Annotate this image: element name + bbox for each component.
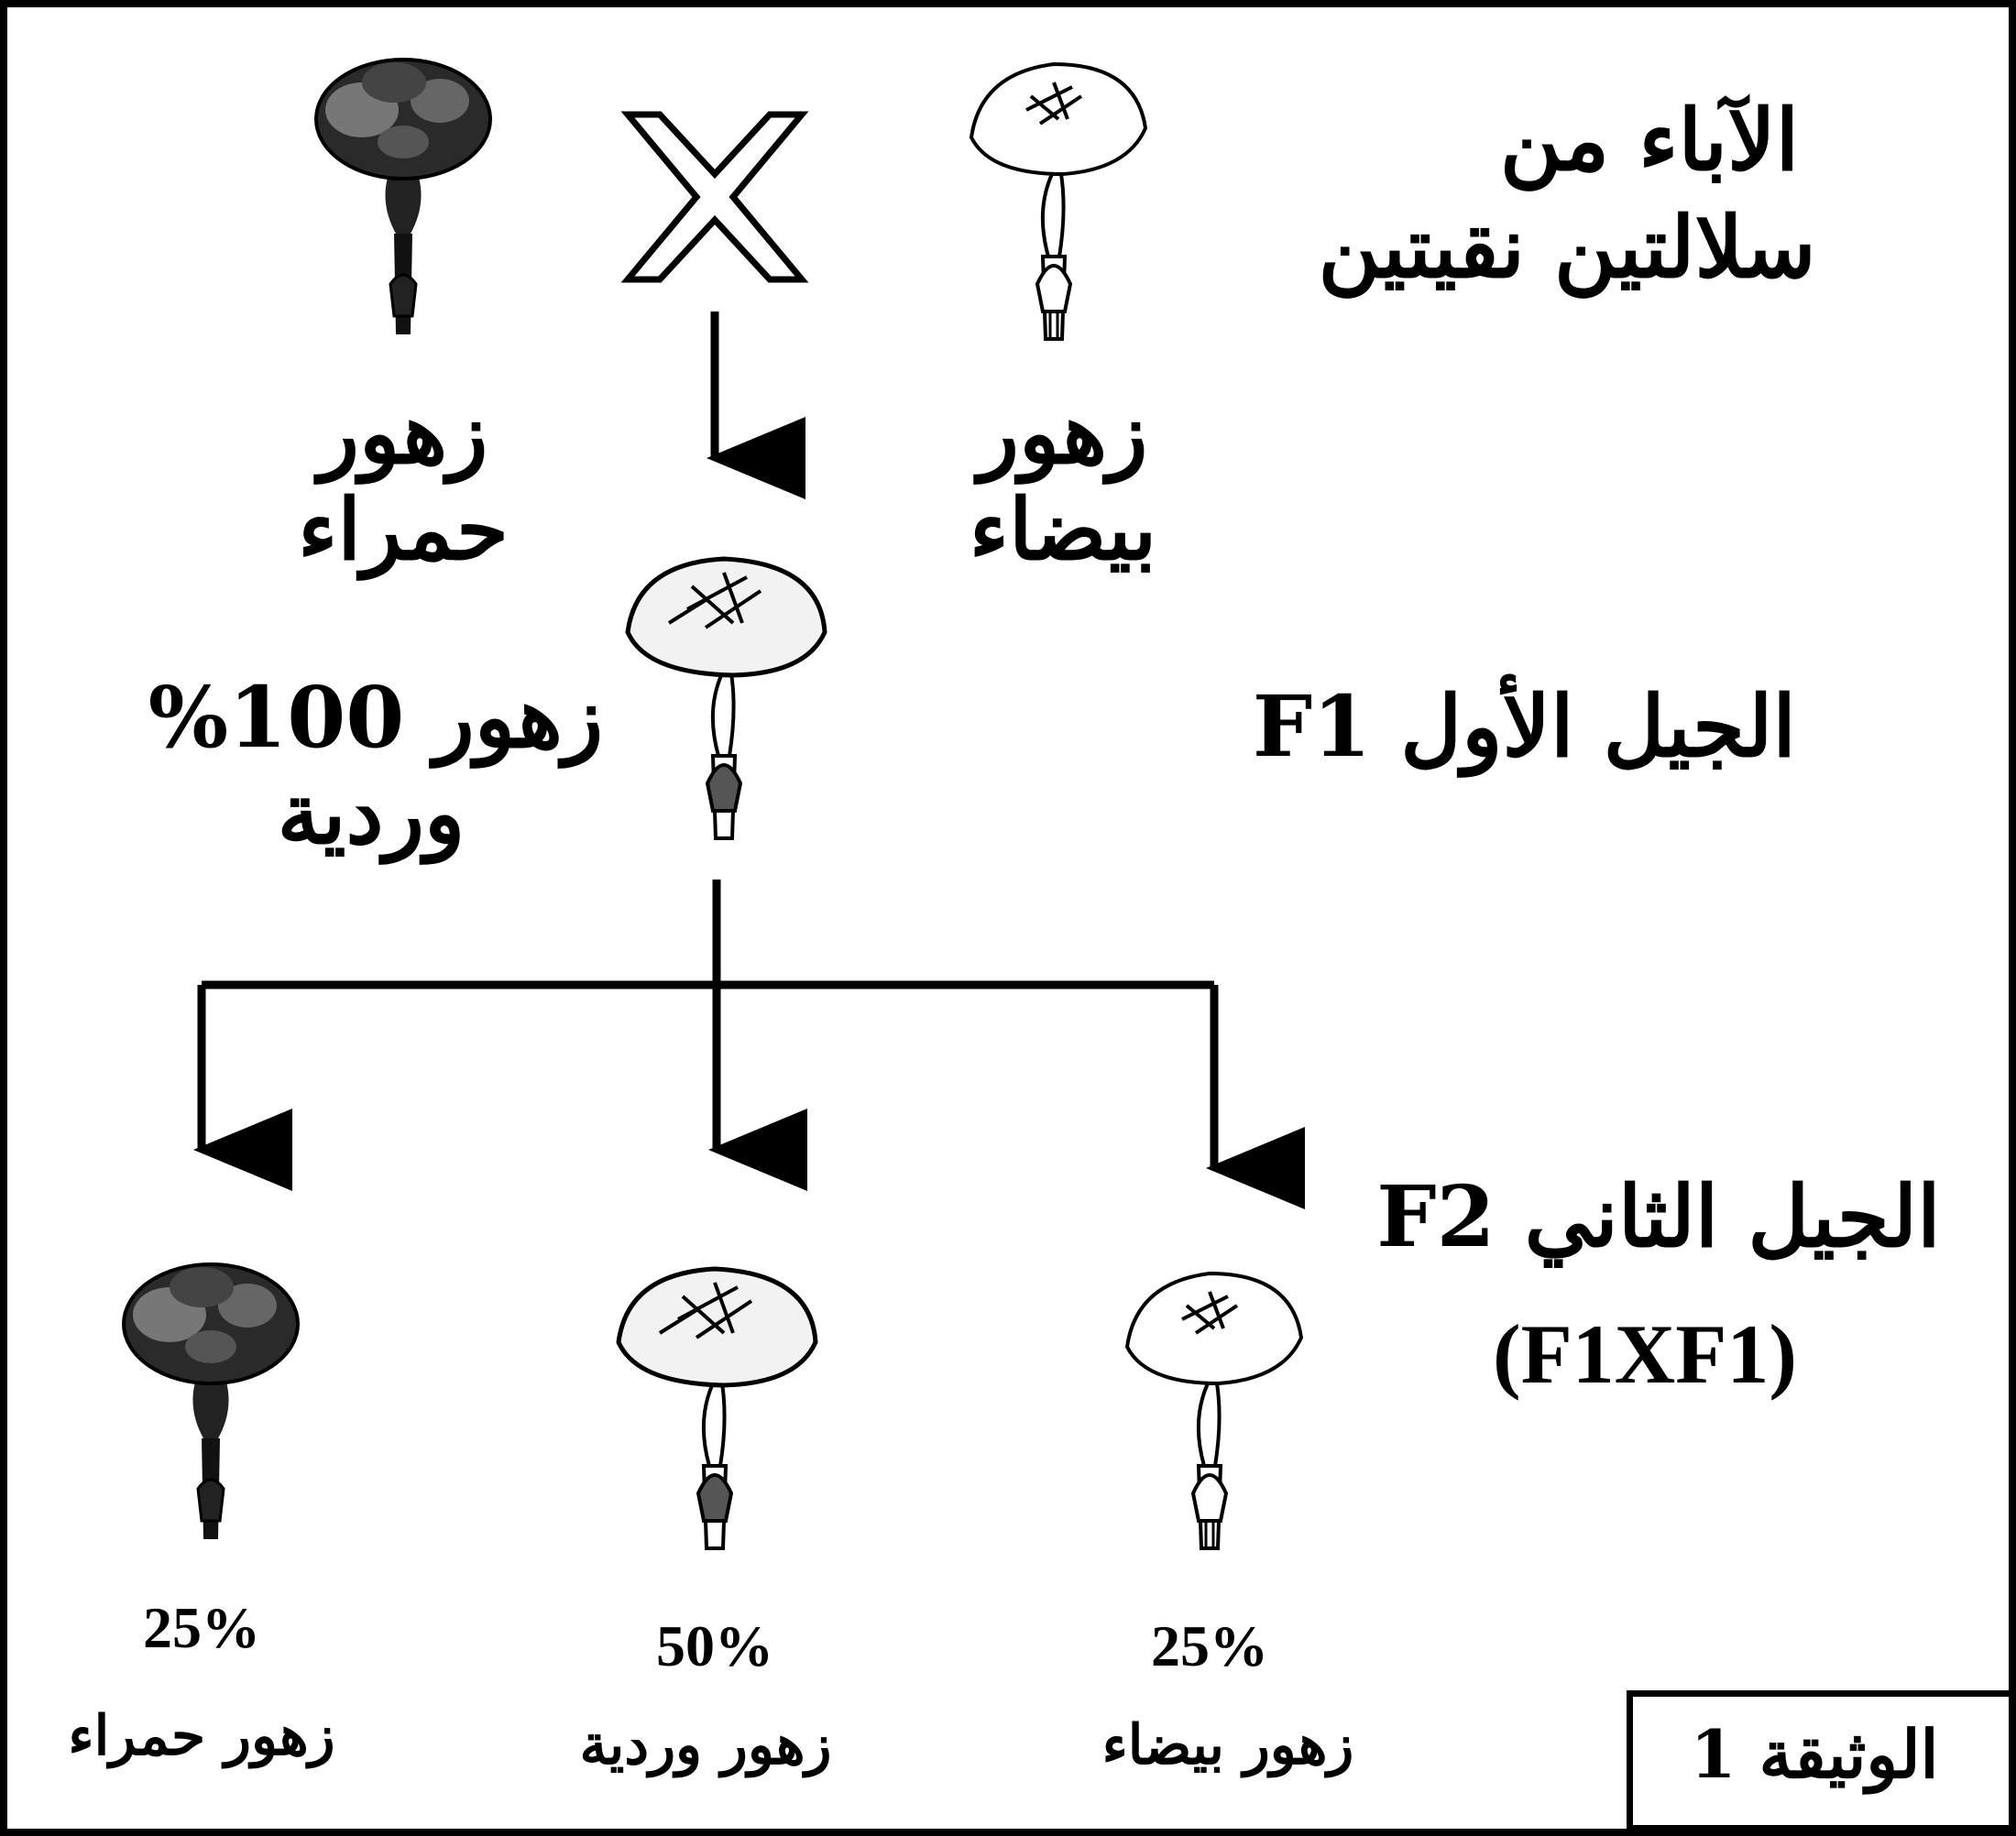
f2-white-percent: 25% xyxy=(1151,1613,1268,1678)
f2-pink-percent: 50% xyxy=(656,1613,773,1678)
parents-label-line1: الآباء من xyxy=(1499,91,1800,190)
f1-pink-flower xyxy=(628,559,825,838)
parent-red-label-line2: حمراء xyxy=(298,480,509,579)
f2-red-label: زهور حمراء xyxy=(68,1704,335,1768)
f1-result-line2: وردية xyxy=(277,764,466,863)
parent-red-label-line1: زهور xyxy=(318,384,488,483)
parent-red-flower xyxy=(314,58,492,336)
parent-white-label-line2: بيضاء xyxy=(969,480,1157,579)
f2-pink-flower xyxy=(619,1269,816,1548)
f2-cross-label: (F1XF1) xyxy=(1492,1307,1798,1401)
parent-white-flower xyxy=(970,62,1147,341)
f2-branch-arrows xyxy=(193,880,1305,1209)
cross-icon xyxy=(620,111,809,283)
f2-red-percent: 25% xyxy=(143,1595,260,1660)
f2-white-flower xyxy=(1125,1272,1303,1550)
f1-result-line1: زهور 100% xyxy=(148,668,604,767)
f2-generation-label: الجيل الثاني F2 xyxy=(1376,1167,1941,1266)
document-label-box xyxy=(1627,1690,2015,1831)
document-label: الوثيقة 1 xyxy=(1690,1715,1939,1793)
f2-pink-label: زهور وردية xyxy=(579,1713,832,1777)
f2-red-flower xyxy=(122,1262,300,1541)
parents-label-line2: سلالتين نقيتين xyxy=(1318,198,1816,297)
f1-generation-label: الجيل الأول F1 xyxy=(1252,677,1796,776)
f2-white-label: زهور بيضاء xyxy=(1101,1713,1354,1777)
parent-white-label-line1: زهور xyxy=(978,384,1148,483)
